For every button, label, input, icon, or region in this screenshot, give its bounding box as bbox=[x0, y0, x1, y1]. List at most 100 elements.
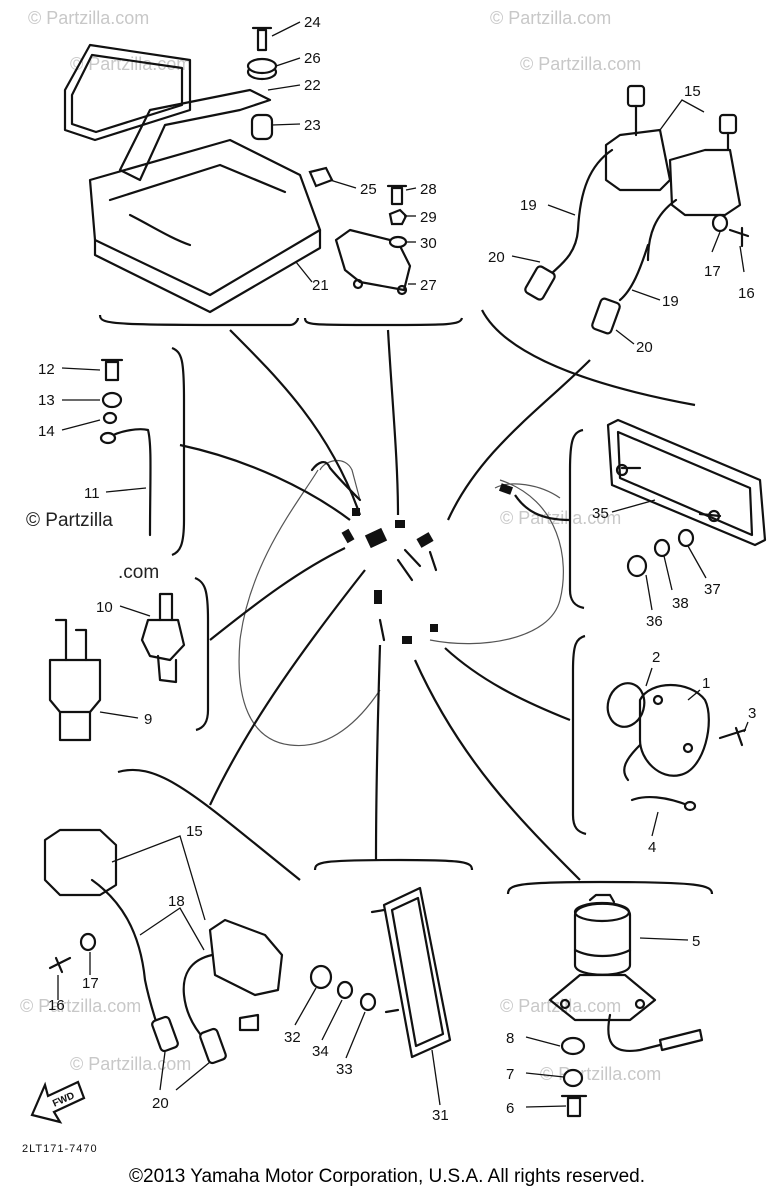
callout-37: 37 bbox=[704, 581, 721, 598]
ignition-coil-15c bbox=[43, 828, 118, 897]
o-ring-2 bbox=[606, 682, 646, 728]
connector-lines bbox=[179, 329, 591, 881]
plug-cap-20c bbox=[151, 1015, 179, 1053]
screw-3 bbox=[718, 726, 747, 747]
nut-7 bbox=[562, 1068, 584, 1088]
grommet-8 bbox=[560, 1036, 586, 1056]
callout-19-left: 19 bbox=[520, 197, 537, 214]
callout-28: 28 bbox=[420, 181, 437, 198]
callout-32: 32 bbox=[284, 1029, 301, 1046]
group-switches bbox=[48, 592, 186, 742]
washer-34 bbox=[336, 980, 354, 1000]
nut-13 bbox=[101, 391, 123, 409]
watermarks: © Partzilla.com © Partzilla.com © Partzi… bbox=[20, 8, 661, 1084]
watermark-top-right: © Partzilla.com bbox=[490, 8, 611, 28]
callout-11: 11 bbox=[84, 485, 100, 502]
bolt-12 bbox=[100, 358, 124, 382]
diagram-code: 2LT171-7470 bbox=[22, 1143, 98, 1155]
hi-tension-cord-19a bbox=[548, 148, 614, 277]
callout-16-bottom: 16 bbox=[48, 997, 65, 1014]
group-ignition-coils-bottom bbox=[43, 828, 284, 1065]
group-sensor bbox=[606, 682, 747, 812]
watermark-upper-right: © Partzilla.com bbox=[520, 54, 641, 74]
callout-14: 14 bbox=[38, 423, 55, 440]
callout-21: 21 bbox=[312, 277, 329, 294]
callout-15-bottom: 15 bbox=[186, 823, 203, 840]
callout-numbers: 24 26 22 23 25 28 29 30 27 21 15 19 20 1… bbox=[38, 14, 756, 1124]
sensor-1 bbox=[638, 683, 710, 777]
bolt-16a bbox=[728, 226, 750, 248]
callout-1: 1 bbox=[702, 675, 710, 692]
clamp-25 bbox=[308, 166, 334, 188]
washer-37 bbox=[677, 528, 695, 548]
nut-32 bbox=[309, 964, 333, 990]
callout-19-right: 19 bbox=[662, 293, 679, 310]
plug-cap-20b bbox=[591, 297, 621, 335]
nut-29 bbox=[388, 208, 408, 226]
callout-3: 3 bbox=[748, 705, 756, 722]
group-ignition-coils-top bbox=[524, 84, 750, 335]
watermark-top-left: © Partzilla.com bbox=[28, 8, 149, 28]
callout-24: 24 bbox=[304, 14, 321, 31]
group-pump bbox=[548, 893, 704, 1118]
callout-33: 33 bbox=[336, 1061, 353, 1078]
ignition-coil-15a bbox=[604, 128, 672, 192]
ignition-coil-15b bbox=[668, 148, 742, 217]
switch-10 bbox=[140, 618, 186, 662]
callout-12: 12 bbox=[38, 361, 55, 378]
nut-36 bbox=[626, 554, 648, 578]
callout-4: 4 bbox=[648, 839, 656, 856]
reflector-31 bbox=[382, 886, 452, 1059]
callout-35: 35 bbox=[592, 505, 609, 522]
callout-38: 38 bbox=[672, 595, 689, 612]
bolt-6 bbox=[560, 1094, 588, 1118]
callout-20-left: 20 bbox=[488, 249, 505, 266]
callout-20-bottom: 20 bbox=[152, 1095, 169, 1112]
group-cdi-unit bbox=[63, 26, 412, 314]
switch-9 bbox=[48, 658, 102, 714]
callout-34: 34 bbox=[312, 1043, 329, 1060]
callout-30: 30 bbox=[420, 235, 437, 252]
callout-7: 7 bbox=[506, 1066, 514, 1083]
callout-17-top: 17 bbox=[704, 263, 721, 280]
lead-wire-11 bbox=[106, 428, 152, 537]
pump-5 bbox=[573, 902, 632, 976]
callout-8: 8 bbox=[506, 1030, 514, 1047]
watermark-lower-left: © Partzilla.com bbox=[20, 996, 141, 1016]
callout-29: 29 bbox=[420, 209, 437, 226]
washer-38 bbox=[653, 538, 671, 558]
callout-16-top: 16 bbox=[738, 285, 755, 302]
callout-25: 25 bbox=[360, 181, 377, 198]
watermark-bottom-left: © Partzilla.com bbox=[70, 1054, 191, 1074]
bolt-16b bbox=[48, 956, 72, 974]
callout-15-top: 15 bbox=[684, 83, 701, 100]
callout-22: 22 bbox=[304, 77, 321, 94]
leader-lines bbox=[57, 21, 749, 1108]
fwd-arrow: FWD bbox=[30, 1080, 86, 1124]
callout-18: 18 bbox=[168, 893, 185, 910]
washer-30 bbox=[388, 235, 408, 249]
group-reflector bbox=[309, 886, 452, 1059]
callout-23: 23 bbox=[304, 117, 321, 134]
watermark-bottom-right: © Partzilla.com bbox=[540, 1064, 661, 1084]
washer-33 bbox=[359, 992, 377, 1012]
washer-17b bbox=[79, 932, 97, 952]
callout-20-right: 20 bbox=[636, 339, 653, 356]
bracket-22 bbox=[118, 88, 272, 182]
collar-23 bbox=[250, 113, 274, 141]
callout-10: 10 bbox=[96, 599, 113, 616]
callout-2: 2 bbox=[652, 649, 660, 666]
callout-27: 27 bbox=[420, 277, 437, 294]
watermark-prominent-line1: © Partzilla bbox=[26, 510, 113, 531]
callout-9: 9 bbox=[144, 711, 152, 728]
lead-4 bbox=[630, 795, 692, 808]
copyright-notice: ©2013 Yamaha Motor Corporation, U.S.A. A… bbox=[129, 1166, 645, 1187]
callout-5: 5 bbox=[692, 933, 700, 950]
washer-14 bbox=[102, 411, 118, 425]
cdi-cover bbox=[63, 43, 192, 142]
plug-cap-20d bbox=[199, 1027, 227, 1065]
callout-36: 36 bbox=[646, 613, 663, 630]
watermark-upper-left: © Partzilla.com bbox=[70, 54, 191, 74]
group-lamp-top-right bbox=[606, 418, 767, 578]
